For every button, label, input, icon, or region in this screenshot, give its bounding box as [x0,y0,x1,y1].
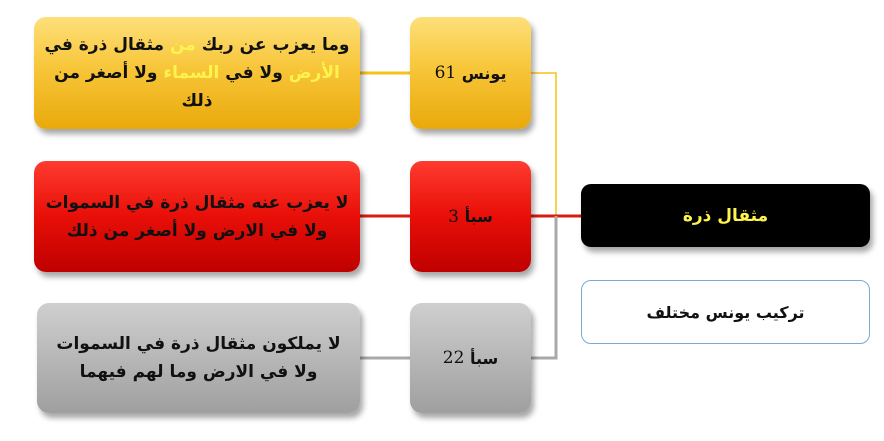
verse-highlight: من [169,35,196,55]
verse-line: لا يملكون مثقال ذرة في السموات [56,334,341,354]
ref-number: 61 [434,63,457,83]
ref-number: 3 [448,206,459,227]
ref-surah: سبأ [469,348,499,368]
verse-line: ذلك [181,91,213,111]
verse-line: ولا في الارض وما لهم فيهما [79,362,318,382]
verse-line: لا يعزب عنه مثقال ذرة في السموات [45,192,349,213]
verse-box-yunus-61: وما يعزب عن ربك من مثقال ذرة في الأرض ول… [34,17,360,129]
verse-text: لا يعزب عنه مثقال ذرة في السموات ولا في … [46,189,349,245]
ref-box-saba-3: سبأ 3 [410,161,531,272]
verse-box-saba-22: لا يملكون مثقال ذرة في السموات ولا في ال… [37,303,360,413]
note-label: تركيب يونس مختلف [646,302,805,322]
verse-line: ولا في الارض ولا أصغر من ذلك [66,220,328,241]
root-node: مثقال ذرة [581,184,870,247]
ref-box-saba-22: سبأ 22 [410,303,531,413]
verse-highlight: الأرض [288,63,340,83]
verse-line: ولا في [219,63,289,83]
verse-text: لا يملكون مثقال ذرة في السموات ولا في ال… [56,330,340,386]
verse-line: مثقال ذرة في [44,35,170,55]
root-label: مثقال ذرة [682,205,769,226]
ref-surah: يونس [461,63,507,83]
note-box: تركيب يونس مختلف [581,280,870,344]
ref-number: 22 [442,348,465,368]
verse-line: ولا أصغر من [54,63,164,83]
ref-surah: سبأ [464,207,493,226]
verse-box-saba-3: لا يعزب عنه مثقال ذرة في السموات ولا في … [34,161,360,272]
ref-box-yunus-61: يونس 61 [410,17,531,129]
verse-highlight: السماء [163,63,220,83]
verse-line: وما يعزب عن ربك [195,35,350,55]
verse-text: وما يعزب عن ربك من مثقال ذرة في الأرض ول… [45,31,350,115]
